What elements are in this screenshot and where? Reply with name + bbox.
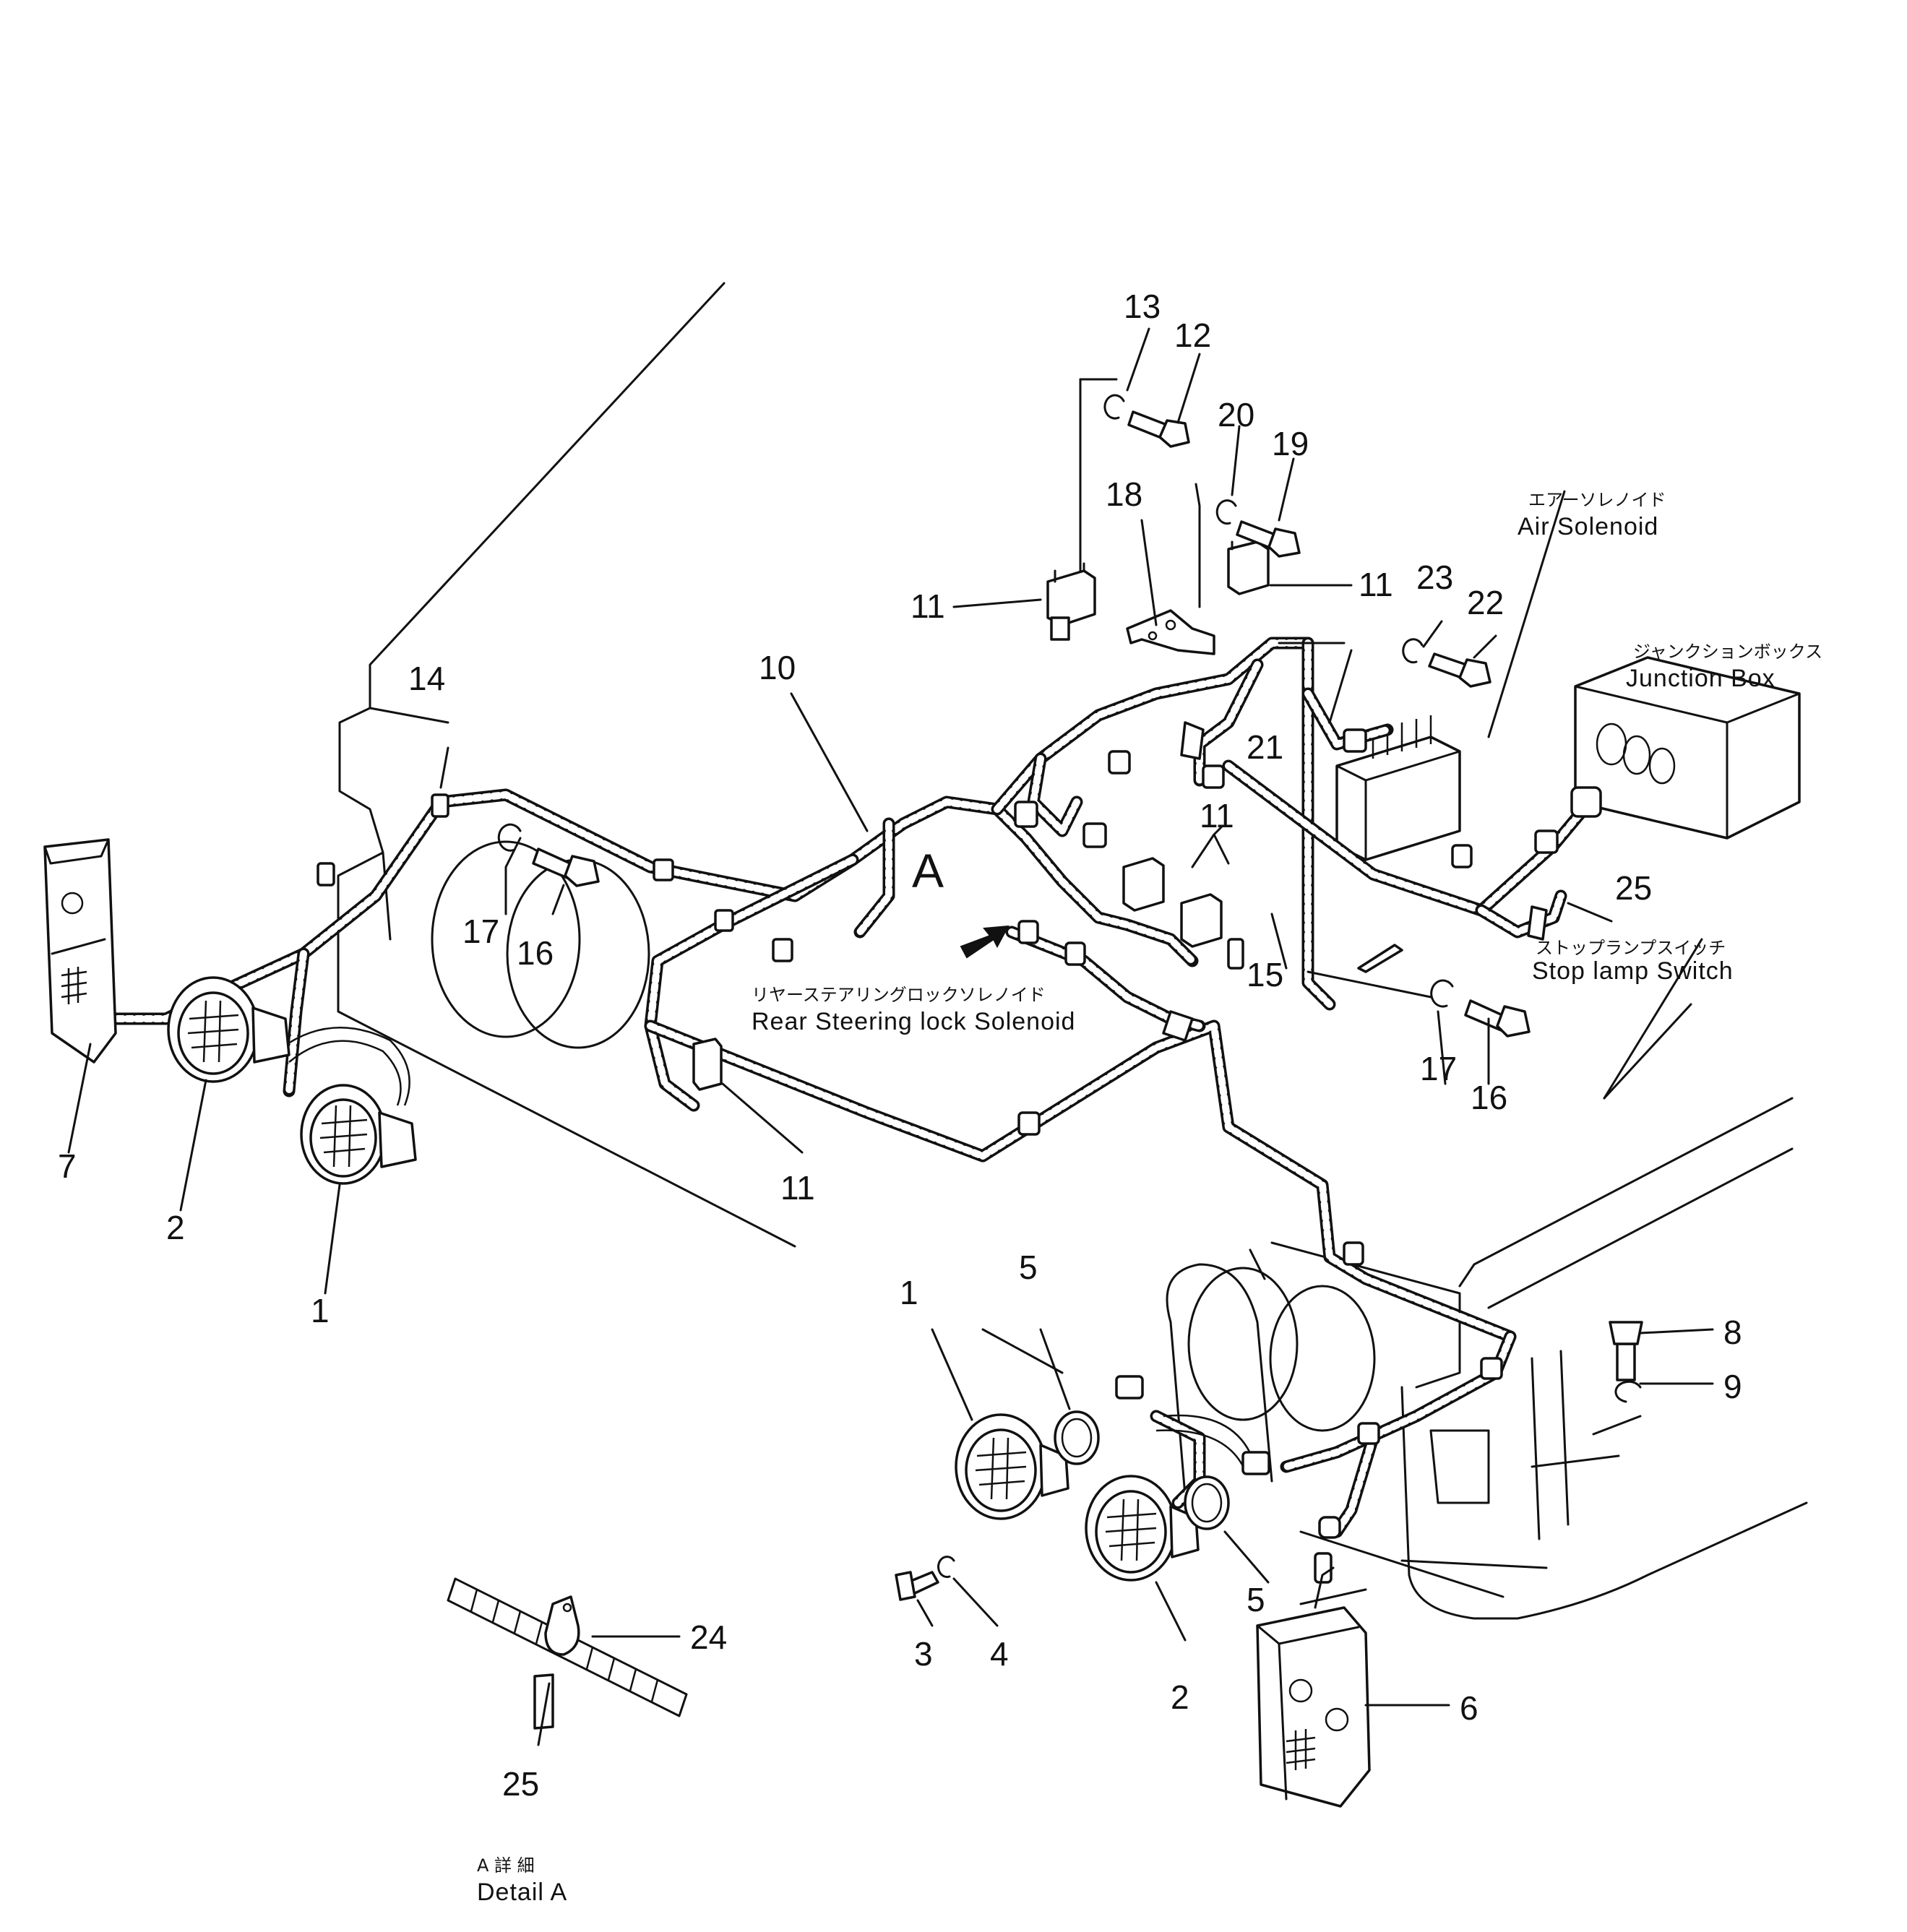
callout-8: 8 xyxy=(1723,1314,1742,1351)
callout-2: 2 xyxy=(1171,1678,1189,1716)
callout-3: 3 xyxy=(914,1635,933,1673)
air-solenoid-label-jp: エアーソレノイド xyxy=(1528,490,1666,510)
junction-box-label-jp: ジャンクションボックス xyxy=(1633,642,1822,662)
rear-steering-lock-label-jp: リヤーステアリングロックソレノイド xyxy=(752,985,1046,1005)
headlight-right-1 xyxy=(955,1413,1069,1520)
callout-21: 21 xyxy=(1247,728,1283,766)
callout-2: 2 xyxy=(166,1209,185,1246)
callout-13: 13 xyxy=(1124,288,1161,325)
callout-16: 16 xyxy=(517,934,554,972)
callout-5: 5 xyxy=(1019,1249,1038,1286)
detail-a-label: Detail A xyxy=(477,1879,567,1906)
detail-a-clamp xyxy=(447,1577,688,1730)
callout-1: 1 xyxy=(900,1274,918,1311)
stop-lamp-switch-label: Stop lamp Switch xyxy=(1532,957,1734,985)
callout-18: 18 xyxy=(1106,475,1142,513)
headlight-left-upper xyxy=(167,976,290,1083)
callout-25: 25 xyxy=(1615,869,1652,907)
callout-5: 5 xyxy=(1247,1581,1265,1618)
callout-11: 11 xyxy=(780,1169,815,1207)
callout-16: 16 xyxy=(1471,1079,1507,1116)
callout-23: 23 xyxy=(1416,559,1453,596)
headlight-right-2 xyxy=(1085,1475,1200,1582)
fasteners xyxy=(497,394,1643,1601)
callout-11: 11 xyxy=(1359,566,1393,603)
headlight-left-lower xyxy=(300,1084,417,1185)
callout-25: 25 xyxy=(502,1765,539,1803)
callout-6: 6 xyxy=(1460,1689,1478,1727)
wiring-harness xyxy=(102,637,1602,1584)
callout-20: 20 xyxy=(1218,396,1254,434)
view-arrow-a xyxy=(960,925,1010,959)
junction-box xyxy=(1574,656,1801,840)
component-labels: エアーソレノイド Air Solenoid ジャンクションボックス Juncti… xyxy=(477,490,1822,1906)
detail-a-label-jp: A 詳 細 xyxy=(477,1855,535,1876)
rear-combination-lamp-right xyxy=(1256,1566,1371,1808)
callout-12: 12 xyxy=(1174,316,1211,354)
callout-11: 11 xyxy=(911,587,945,625)
callout-11: 11 xyxy=(1200,797,1234,835)
air-solenoid-label: Air Solenoid xyxy=(1518,513,1658,540)
callout-17: 17 xyxy=(1420,1050,1457,1087)
callout-10: 10 xyxy=(759,649,796,686)
callout-17: 17 xyxy=(462,913,499,950)
junction-box-label: Junction Box xyxy=(1626,665,1775,692)
callout-15: 15 xyxy=(1247,956,1283,993)
leader-lines xyxy=(67,327,1714,1746)
callout-7: 7 xyxy=(58,1147,77,1185)
stop-lamp-switch-label-jp: ストップランプスイッチ xyxy=(1536,938,1726,958)
callout-14: 14 xyxy=(408,660,445,697)
rear-combination-lamp-left xyxy=(43,838,117,1064)
bracket-18 xyxy=(1126,609,1215,655)
callout-numbers: 1 2 7 14 17 16 10 11 11 13 12 18 20 19 1… xyxy=(58,288,1742,1803)
callout-22: 22 xyxy=(1467,584,1504,621)
callout-24: 24 xyxy=(690,1618,727,1656)
callout-19: 19 xyxy=(1272,425,1309,462)
rubber-bushings xyxy=(1054,1410,1230,1530)
relays xyxy=(692,533,1270,1091)
callout-1: 1 xyxy=(311,1292,330,1329)
callout-4: 4 xyxy=(990,1635,1009,1673)
rear-steering-lock-label: Rear Steering lock Solenoid xyxy=(752,1008,1075,1035)
callout-9: 9 xyxy=(1723,1368,1742,1405)
view-marker-a: A xyxy=(912,844,944,897)
